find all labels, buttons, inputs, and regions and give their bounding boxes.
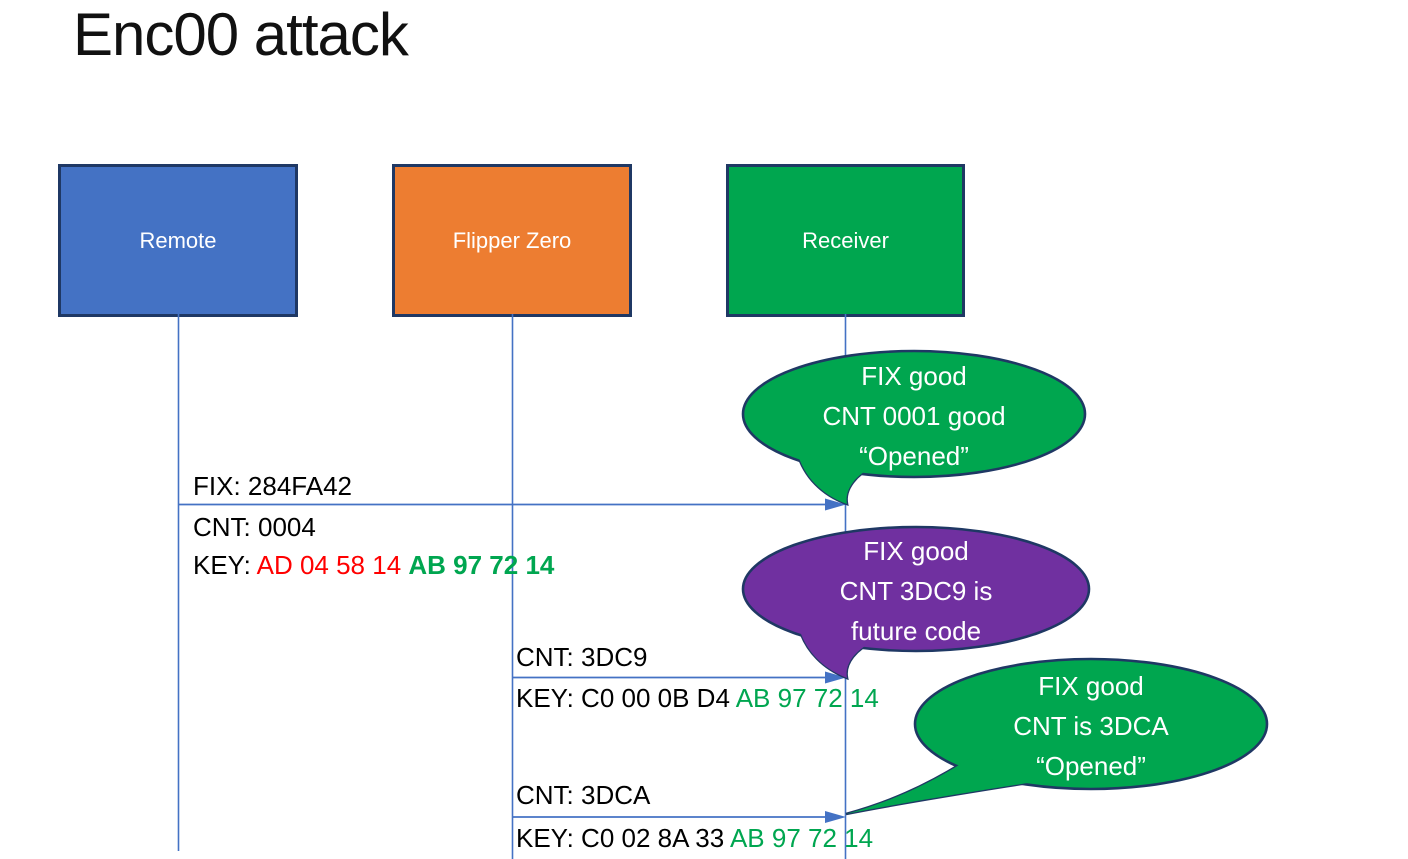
bubble-line: FIX good <box>1038 671 1144 701</box>
bubble-ellipse <box>741 525 1091 653</box>
bubble-line: CNT is 3DCA <box>1013 711 1169 741</box>
message-cnt-3dca: CNT: 3DCA <box>516 780 651 810</box>
message-fix-value: FIX: 284FA42 <box>193 471 352 501</box>
bubble-text-future-code: FIX good CNT 3DC9 is future code <box>746 531 1086 651</box>
message-key-flipper-1: KEY: C0 00 0B D4 AB 97 72 14 <box>516 684 879 712</box>
bubble-line: FIX good <box>861 361 967 391</box>
message-key-flipper-2: KEY: C0 02 8A 33 AB 97 72 14 <box>516 824 873 852</box>
bubble-text-opened-2: FIX good CNT is 3DCA “Opened” <box>921 666 1261 786</box>
actor-label-flipper-zero: Flipper Zero <box>452 227 572 253</box>
bubble-tail-fill <box>799 628 874 678</box>
key-black-bytes: KEY: C0 02 8A 33 <box>516 823 730 853</box>
actor-box-flipper-zero: Flipper Zero <box>392 164 632 317</box>
arrowhead-icon <box>825 671 846 684</box>
bubble-line: FIX good <box>863 536 969 566</box>
key-green-bytes: AB 97 72 14 <box>735 683 879 713</box>
key-red-bytes: AD 04 58 14 <box>256 550 409 580</box>
arrowhead-icon <box>825 811 846 823</box>
bubble-line: CNT 3DC9 is <box>839 576 993 606</box>
arrowhead-icon <box>825 498 846 511</box>
actor-box-remote: Remote <box>58 164 298 317</box>
bubble-line: future code <box>850 616 982 646</box>
bubble-tail-fill <box>846 753 1040 814</box>
bubble-ellipse <box>741 349 1087 479</box>
message-cnt-3dc9: CNT: 3DC9 <box>516 642 648 672</box>
actor-label-receiver: Receiver <box>802 227 889 253</box>
speech-bubble-future-code <box>741 525 1091 681</box>
bubble-line: CNT 0001 good <box>822 401 1006 431</box>
bubble-line: “Opened” <box>1036 751 1146 781</box>
bubble-tail-fill <box>797 452 874 504</box>
bubble-ellipse <box>913 657 1269 791</box>
message-key-remote: KEY: AD 04 58 14 AB 97 72 14 <box>193 551 554 579</box>
message-cnt-0004: CNT: 0004 <box>193 512 316 542</box>
bubble-line: “Opened” <box>859 441 969 471</box>
actor-label-remote: Remote <box>139 227 217 253</box>
key-green-bytes: AB 97 72 14 <box>729 823 874 853</box>
speech-bubble-opened-2 <box>845 657 1269 816</box>
key-label: KEY: <box>193 550 257 580</box>
key-black-bytes: KEY: C0 00 0B D4 <box>516 683 736 713</box>
key-green-bytes: AB 97 72 14 <box>408 550 555 580</box>
speech-bubble-opened-1 <box>741 349 1087 507</box>
page-title: Enc00 attack <box>73 1 409 68</box>
bubble-text-opened-1: FIX good CNT 0001 good “Opened” <box>744 356 1084 476</box>
